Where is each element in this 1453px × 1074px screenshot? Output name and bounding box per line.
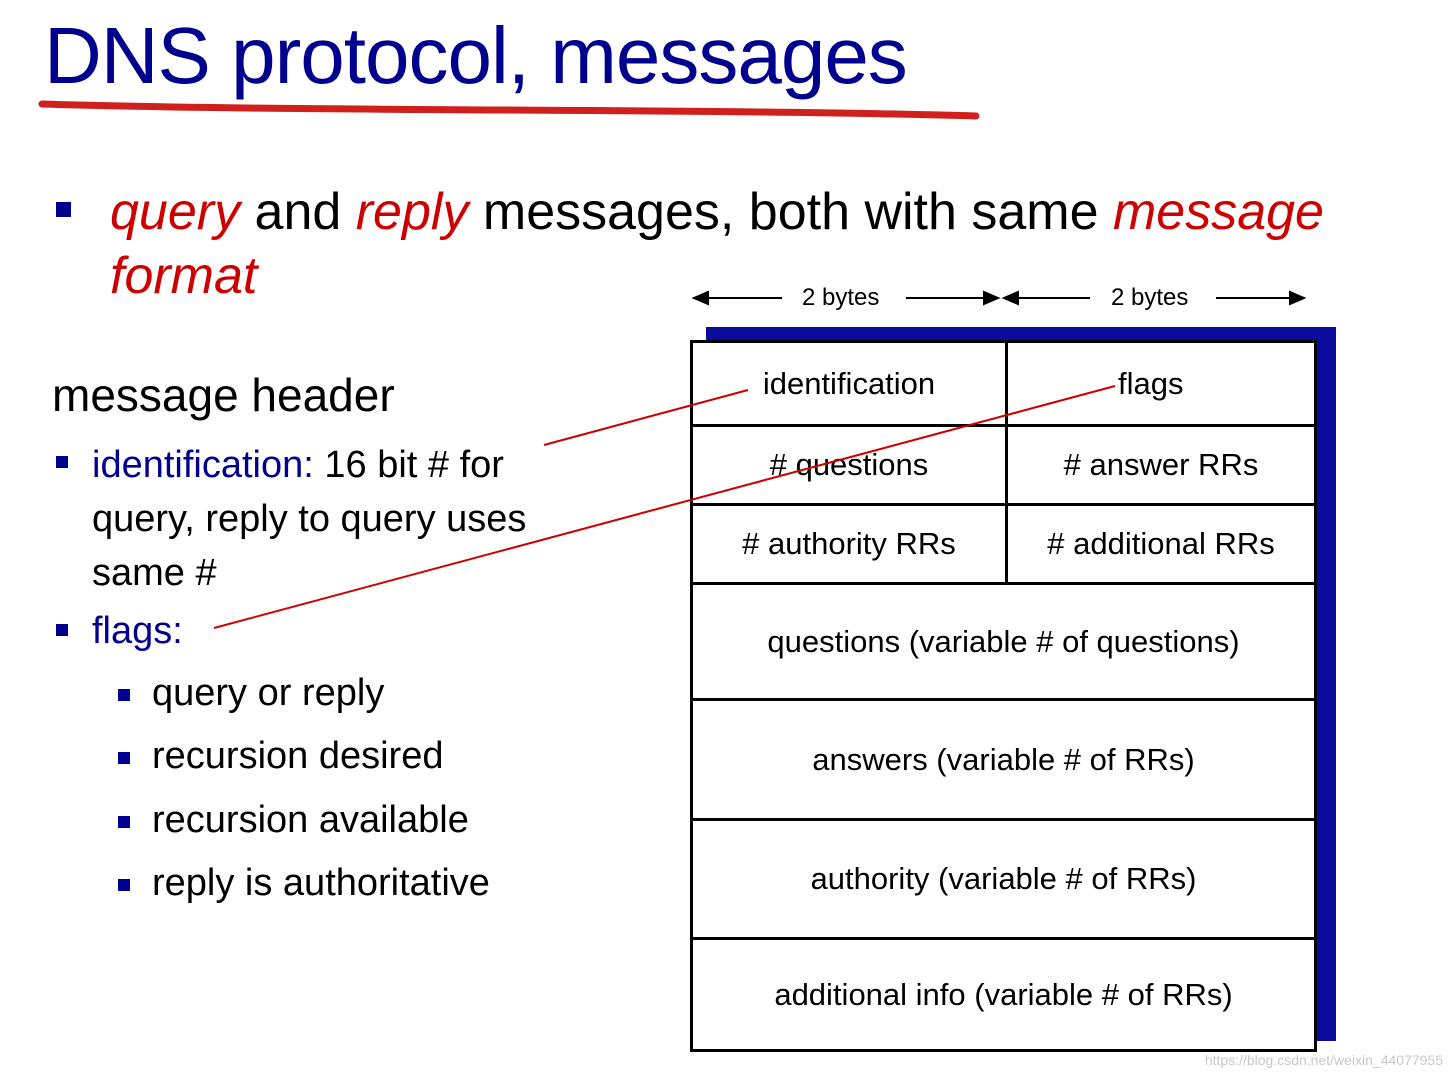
questions-count-field: # questions [769,447,929,482]
bytes-right-label: 2 bytes [1111,284,1189,311]
bullet-marker [56,202,71,217]
flag-item: query or reply [152,672,385,714]
message-term: message [1112,183,1324,241]
flags-field: flags [1118,365,1184,401]
authority-section: authority (variable # of RRs) [810,861,1197,896]
section-header: message header [52,369,395,421]
identification-label: identification: [92,444,314,486]
format-term: format [110,247,258,305]
bullet-marker [56,624,68,636]
reply-term: reply [355,183,469,241]
row-divider [693,424,1314,427]
authority-rrs-field: # authority RRs [742,526,956,561]
identification-text: query, reply to query uses [92,498,527,540]
answers-section: answers (variable # of RRs) [812,741,1195,777]
flags-label: flags: [92,610,183,652]
query-term: query [110,183,241,241]
sub-bullet-marker [118,689,130,701]
bytes-left-label: 2 bytes [802,284,880,311]
identification-text: same # [92,552,217,594]
column-divider [1005,343,1008,583]
sub-bullet-marker [118,879,130,891]
dns-message-diagram: identification flags # questions # answe… [690,340,1317,1052]
identification-field: identification [762,365,936,401]
watermark: https://blog.csdn.net/weixin_44077955 [1204,1052,1443,1068]
bullet-text: and [240,183,356,241]
row-divider [693,698,1314,701]
row-divider [693,503,1314,506]
bullet-text: messages, both with same [468,183,1113,241]
additional-section: additional info (variable # of RRs) [774,976,1233,1012]
identification-item: identification: 16 bit # for query, repl… [92,438,526,600]
flag-item: recursion available [152,799,469,841]
row-divider [693,582,1314,585]
row-divider [693,937,1314,940]
sub-bullet-marker [118,752,130,764]
bullet-marker [56,456,68,468]
row-divider [693,818,1314,821]
answer-rrs-field: # answer RRs [1063,447,1259,482]
main-bullet: query and reply messages, both with same… [110,180,1410,308]
questions-section: questions (variable # of questions) [767,623,1240,659]
flag-item: recursion desired [152,735,444,777]
identification-text: 16 bit # for [313,444,504,486]
additional-rrs-field: # additional RRs [1047,526,1275,561]
flag-item: reply is authoritative [152,862,490,904]
sub-bullet-marker [118,816,130,828]
page-title: DNS protocol, messages [44,11,908,100]
